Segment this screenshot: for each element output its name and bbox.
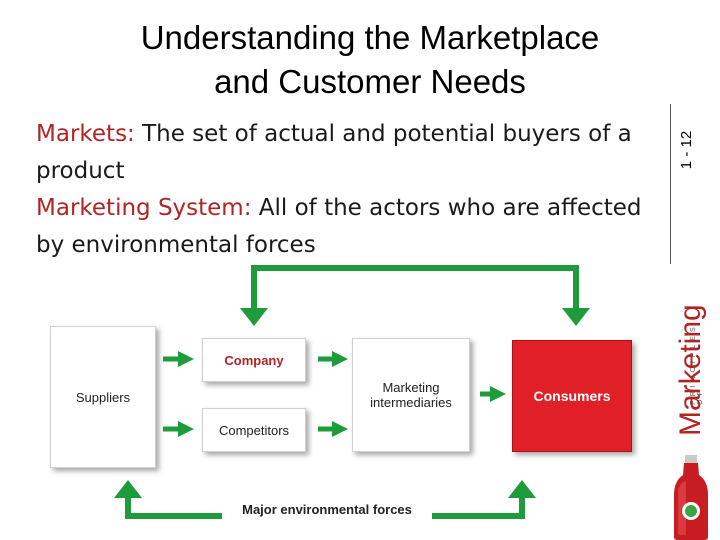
consumers-box: Consumers [512,340,632,452]
bottom-arrowhead-left [114,480,142,498]
top-arrowhead-right [562,308,590,326]
slide-title: Understanding the Marketplace and Custom… [60,16,680,104]
bottom-forces-arrow [125,494,222,519]
side-divider [670,104,671,264]
title-line-2: and Customer Needs [214,63,526,100]
markets-term: Markets: [36,121,135,147]
title-line-1: Understanding the Marketplace [140,19,600,56]
bottle-image [674,455,708,540]
slide-body: Markets: The set of actual and potential… [36,116,656,264]
company-box: Company [202,338,306,382]
top-feedback-arrow [251,265,579,316]
environmental-forces-label: Major environmental forces [242,502,412,517]
markets-definition: Markets: The set of actual and potential… [36,116,656,190]
suppliers-box: Suppliers [50,326,156,468]
bottom-arrowhead-right [508,480,536,498]
intermediaries-line-1: Marketing [382,380,440,395]
competitors-box: Competitors [202,408,306,452]
intermediaries-line-2: intermediaries [370,395,452,410]
marketing-intermediaries-box: Marketing intermediaries [352,338,470,452]
marketing-system-definition: Marketing System: All of the actors who … [36,190,656,264]
marketing-system-text: All of the actors who are affected by en… [36,195,642,258]
markets-text: The set of actual and potential buyers o… [36,121,632,184]
top-arrowhead-left [240,308,268,326]
marketing-system-term: Marketing System: [36,195,252,221]
